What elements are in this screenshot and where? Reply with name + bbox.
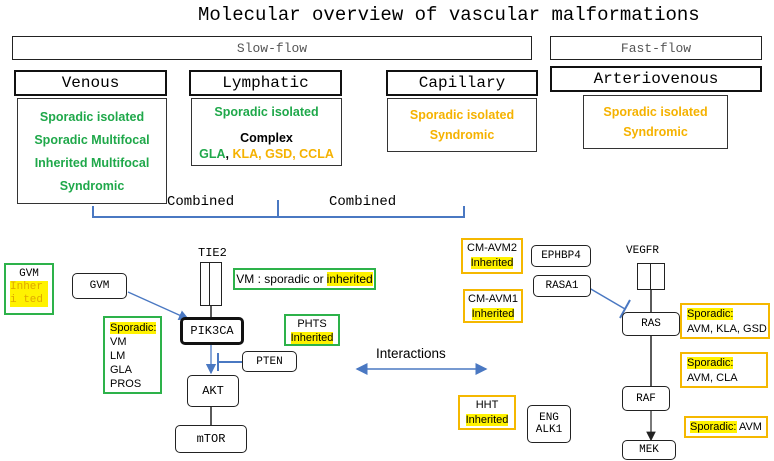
av-subtypes: Sporadic isolated Syndromic	[583, 95, 728, 149]
cm-avm2-label: CM-AVM2	[467, 242, 517, 254]
phts-label: PHTS	[297, 318, 327, 330]
mek-sporadic-note: Sporadic: AVM	[684, 416, 768, 438]
sporadic-label: Sporadic:	[110, 322, 157, 334]
eng-alk1-node: ENG ALK1	[527, 405, 571, 443]
raf-sporadic-note: Sporadic: AVM, CLA	[680, 352, 768, 388]
gvm-note-title: GVM	[19, 268, 39, 280]
lymphatic-item: Sporadic isolated	[214, 105, 319, 119]
cm-avm2-inherited: Inherited	[470, 257, 514, 269]
pten-node: PTEN	[242, 351, 297, 372]
raf-node: RAF	[622, 386, 670, 411]
lymphatic-subtypes: Sporadic isolated Complex GLA, KLA, GSD,…	[191, 98, 342, 166]
sporadic-item: VM	[110, 336, 127, 348]
ras-node: RAS	[622, 312, 680, 336]
gvm-note-inherited: Inheri ted	[10, 281, 48, 307]
phts-inherited: Inherited	[290, 332, 334, 344]
mek-sporadic-list: AVM	[736, 421, 762, 433]
gvm-gene-box: GVM	[72, 273, 127, 299]
venous-item: Syndromic	[59, 178, 125, 193]
pik3ca-node: PIK3CA	[180, 317, 244, 345]
cm-avm1-inherited: Inherited	[471, 308, 515, 320]
lymphatic-complex-list: KLA, GSD, CCLA	[232, 147, 334, 161]
combined-label-right: Combined	[329, 194, 397, 210]
sporadic-note-left: Sporadic: VM LM GLA PROS	[103, 316, 162, 394]
sporadic-item: GLA	[110, 364, 133, 376]
tie2-receptor-icon	[200, 262, 222, 306]
vegfr-receptor-icon	[637, 263, 665, 290]
capillary-subtypes: Sporadic isolated Syndromic	[387, 98, 537, 152]
gvm-inherited-note: GVM Inheri ted	[4, 263, 54, 315]
lymphatic-comma: ,	[225, 147, 229, 161]
akt-node: AKT	[187, 375, 239, 407]
ras-sporadic-label: Sporadic:	[687, 308, 734, 320]
venous-header: Venous	[14, 70, 167, 96]
slow-flow-banner: Slow-flow	[12, 36, 532, 60]
alk1-label: ALK1	[535, 424, 563, 436]
ras-sporadic-list: AVM, KLA, GSD	[687, 323, 767, 335]
diagram-title: Molecular overview of vascular malformat…	[198, 4, 700, 26]
venous-item: Inherited Multifocal	[34, 155, 150, 170]
mek-sporadic-label: Sporadic:	[690, 421, 737, 433]
tie2-label: TIE2	[198, 246, 227, 260]
capillary-header: Capillary	[386, 70, 538, 96]
vm-note-inherited: inherited	[326, 272, 373, 286]
lymphatic-complex: Complex	[240, 131, 293, 145]
rasa1-node: RASA1	[533, 275, 591, 297]
venous-item: Sporadic isolated	[39, 109, 145, 124]
ras-sporadic-note: Sporadic: AVM, KLA, GSD	[680, 303, 770, 339]
av-item: Syndromic	[623, 125, 688, 139]
av-item: Sporadic isolated	[603, 105, 708, 119]
combined-label-left: Combined	[167, 194, 235, 210]
phts-note: PHTS Inherited	[284, 314, 340, 346]
hht-inherited: Inherited	[465, 414, 509, 426]
cm-avm1-label: CM-AVM1	[468, 293, 518, 305]
arteriovenous-header: Arteriovenous	[550, 66, 762, 92]
vm-note: VM : sporadic or inherited	[233, 268, 376, 290]
eng-label: ENG	[539, 412, 559, 424]
raf-sporadic-label: Sporadic:	[687, 357, 734, 369]
capillary-item: Sporadic isolated	[409, 108, 515, 122]
lymphatic-gla: GLA	[199, 147, 226, 161]
venous-subtypes: Sporadic isolated Sporadic Multifocal In…	[17, 98, 167, 204]
sporadic-item: LM	[110, 350, 126, 362]
fast-flow-banner: Fast-flow	[550, 36, 762, 60]
venous-item: Sporadic Multifocal	[34, 132, 150, 147]
vegfr-label: VEGFR	[626, 245, 660, 257]
sporadic-item: PROS	[110, 378, 142, 390]
cm-avm1-note: CM-AVM1 Inherited	[463, 289, 523, 323]
cm-avm2-note: CM-AVM2 Inherited	[461, 238, 523, 274]
vm-note-text: VM : sporadic or	[236, 272, 324, 286]
hht-note: HHT Inherited	[458, 395, 516, 430]
lymphatic-header: Lymphatic	[189, 70, 342, 96]
ephb4-node: EPHBP4	[531, 245, 591, 267]
hht-label: HHT	[475, 399, 499, 411]
raf-sporadic-list: AVM, CLA	[687, 372, 738, 384]
capillary-item: Syndromic	[429, 128, 495, 142]
mtor-node: mTOR	[175, 425, 247, 453]
interactions-label: Interactions	[376, 346, 446, 361]
gvm-arrow	[127, 291, 190, 321]
mek-node: MEK	[622, 440, 676, 460]
